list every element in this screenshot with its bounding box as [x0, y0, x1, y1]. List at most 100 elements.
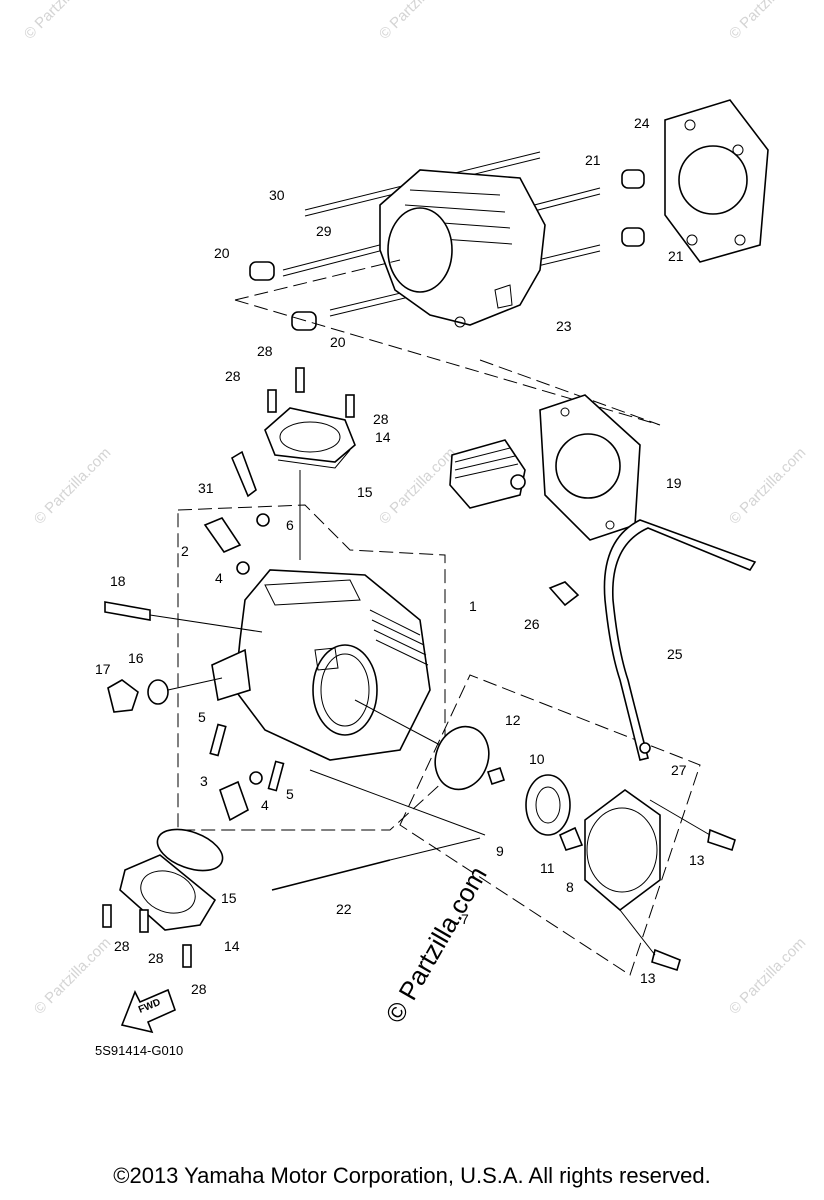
watermark-text: © Partzilla.com	[726, 444, 809, 527]
fwd-arrow-shape	[120, 988, 176, 1034]
diagram-code: 5S91414-G010	[95, 1043, 183, 1058]
washer-6	[256, 513, 270, 527]
bolt-28	[102, 904, 112, 928]
cylinder-head-group	[104, 504, 486, 836]
watermark-text: © Partzilla.com	[726, 0, 809, 43]
dowel-pin-21	[621, 169, 645, 189]
part-label: 15	[357, 484, 373, 500]
part-label: 13	[640, 970, 656, 986]
part-label: 14	[224, 938, 240, 954]
bolt-28	[345, 394, 355, 418]
hose-group	[548, 519, 757, 761]
stud-5	[209, 723, 227, 757]
part-label: 25	[667, 646, 683, 662]
tappet-cover-14	[264, 407, 356, 463]
part-label: 17	[95, 661, 111, 677]
copyright-footer: ©2013 Yamaha Motor Corporation, U.S.A. A…	[113, 1163, 711, 1188]
part-label: 30	[269, 187, 285, 203]
piston	[449, 439, 526, 509]
gasket-hole	[686, 234, 698, 246]
watermark-text: © Partzilla.com	[726, 934, 809, 1017]
part-label: 14	[375, 429, 391, 445]
part-label: 22	[336, 901, 352, 917]
bolt-28	[267, 389, 277, 413]
watermark-text: © Partzilla.com	[31, 444, 114, 527]
leader-line	[389, 837, 481, 861]
breather-hose-25	[603, 519, 757, 761]
cylinder-lug	[494, 284, 513, 309]
watermark-main: © Partzilla.com	[379, 861, 493, 1028]
cover-center	[279, 421, 341, 453]
part-label: 29	[316, 223, 332, 239]
dowel-pin-20	[291, 311, 317, 331]
piston-group	[449, 394, 641, 541]
intake-port	[312, 644, 378, 736]
forward-arrow-icon: FWD	[120, 988, 176, 1034]
cylinder-head-outline	[177, 504, 446, 831]
bolt-28	[182, 944, 192, 968]
o-ring-15	[156, 828, 224, 872]
part-3-bolt	[219, 780, 249, 822]
intake-port-inner	[320, 653, 370, 727]
part-label: 6	[286, 517, 294, 533]
part-label: 26	[524, 616, 540, 632]
part-label: 10	[529, 751, 545, 767]
tappet-cover-top	[230, 367, 356, 560]
part-label: 28	[373, 411, 389, 427]
long-bolt-22	[271, 859, 391, 891]
bolt-13	[707, 828, 736, 852]
head-side-port	[211, 648, 251, 702]
part-label: 2	[181, 543, 189, 559]
part-label: 19	[666, 475, 682, 491]
lower-flange-group	[102, 828, 481, 968]
dowel-pin-20	[249, 261, 275, 281]
part-label: 11	[540, 860, 555, 876]
intake-joint-9	[525, 774, 571, 836]
clip-26	[548, 581, 580, 607]
leader-line	[649, 799, 711, 836]
flange-bore	[140, 870, 196, 914]
gasket-bore	[555, 433, 621, 499]
leader-line	[309, 769, 486, 836]
part-label: 12	[505, 712, 521, 728]
washer-16	[147, 679, 169, 705]
cylinder-assembly	[234, 99, 769, 426]
leader-line	[354, 699, 441, 746]
part-label: 21	[585, 152, 601, 168]
part-label: 28	[148, 950, 164, 966]
part-label: 5	[198, 709, 206, 725]
part-label: 18	[110, 573, 126, 589]
bolt-28	[139, 909, 149, 933]
watermark-text: © Partzilla.com	[376, 0, 459, 43]
o-ring-12	[434, 725, 490, 791]
intake-outline-7	[399, 674, 701, 976]
part-label: 7	[461, 911, 469, 927]
o-ring-4	[249, 771, 263, 785]
part-label: 28	[257, 343, 273, 359]
head-grid	[314, 647, 339, 671]
part-label: 4	[261, 797, 269, 813]
fitting-31	[230, 450, 257, 498]
leader-line	[149, 614, 263, 633]
cylinder-bore	[387, 207, 453, 293]
plug-17	[107, 679, 139, 713]
gasket-hole	[732, 144, 744, 156]
part-label: 4	[215, 570, 223, 586]
air-joint-bore	[586, 807, 658, 893]
part-label: 16	[128, 650, 144, 666]
part-label: 21	[668, 248, 684, 264]
bolt-13	[651, 948, 681, 972]
watermark-text: © Partzilla.com	[376, 444, 459, 527]
part-label: 20	[330, 334, 346, 350]
gasket-hole	[684, 119, 696, 131]
part-label: 8	[566, 879, 574, 895]
part-label: 20	[214, 245, 230, 261]
intake-joint-inner	[535, 786, 561, 824]
watermark-text: © Partzilla.com	[21, 0, 104, 43]
part-label: 28	[114, 938, 130, 954]
leader-line	[619, 909, 656, 956]
part-label: 27	[671, 762, 687, 778]
flange-14	[119, 854, 217, 931]
air-joint-8	[584, 789, 661, 912]
part-label: 1	[469, 598, 477, 614]
